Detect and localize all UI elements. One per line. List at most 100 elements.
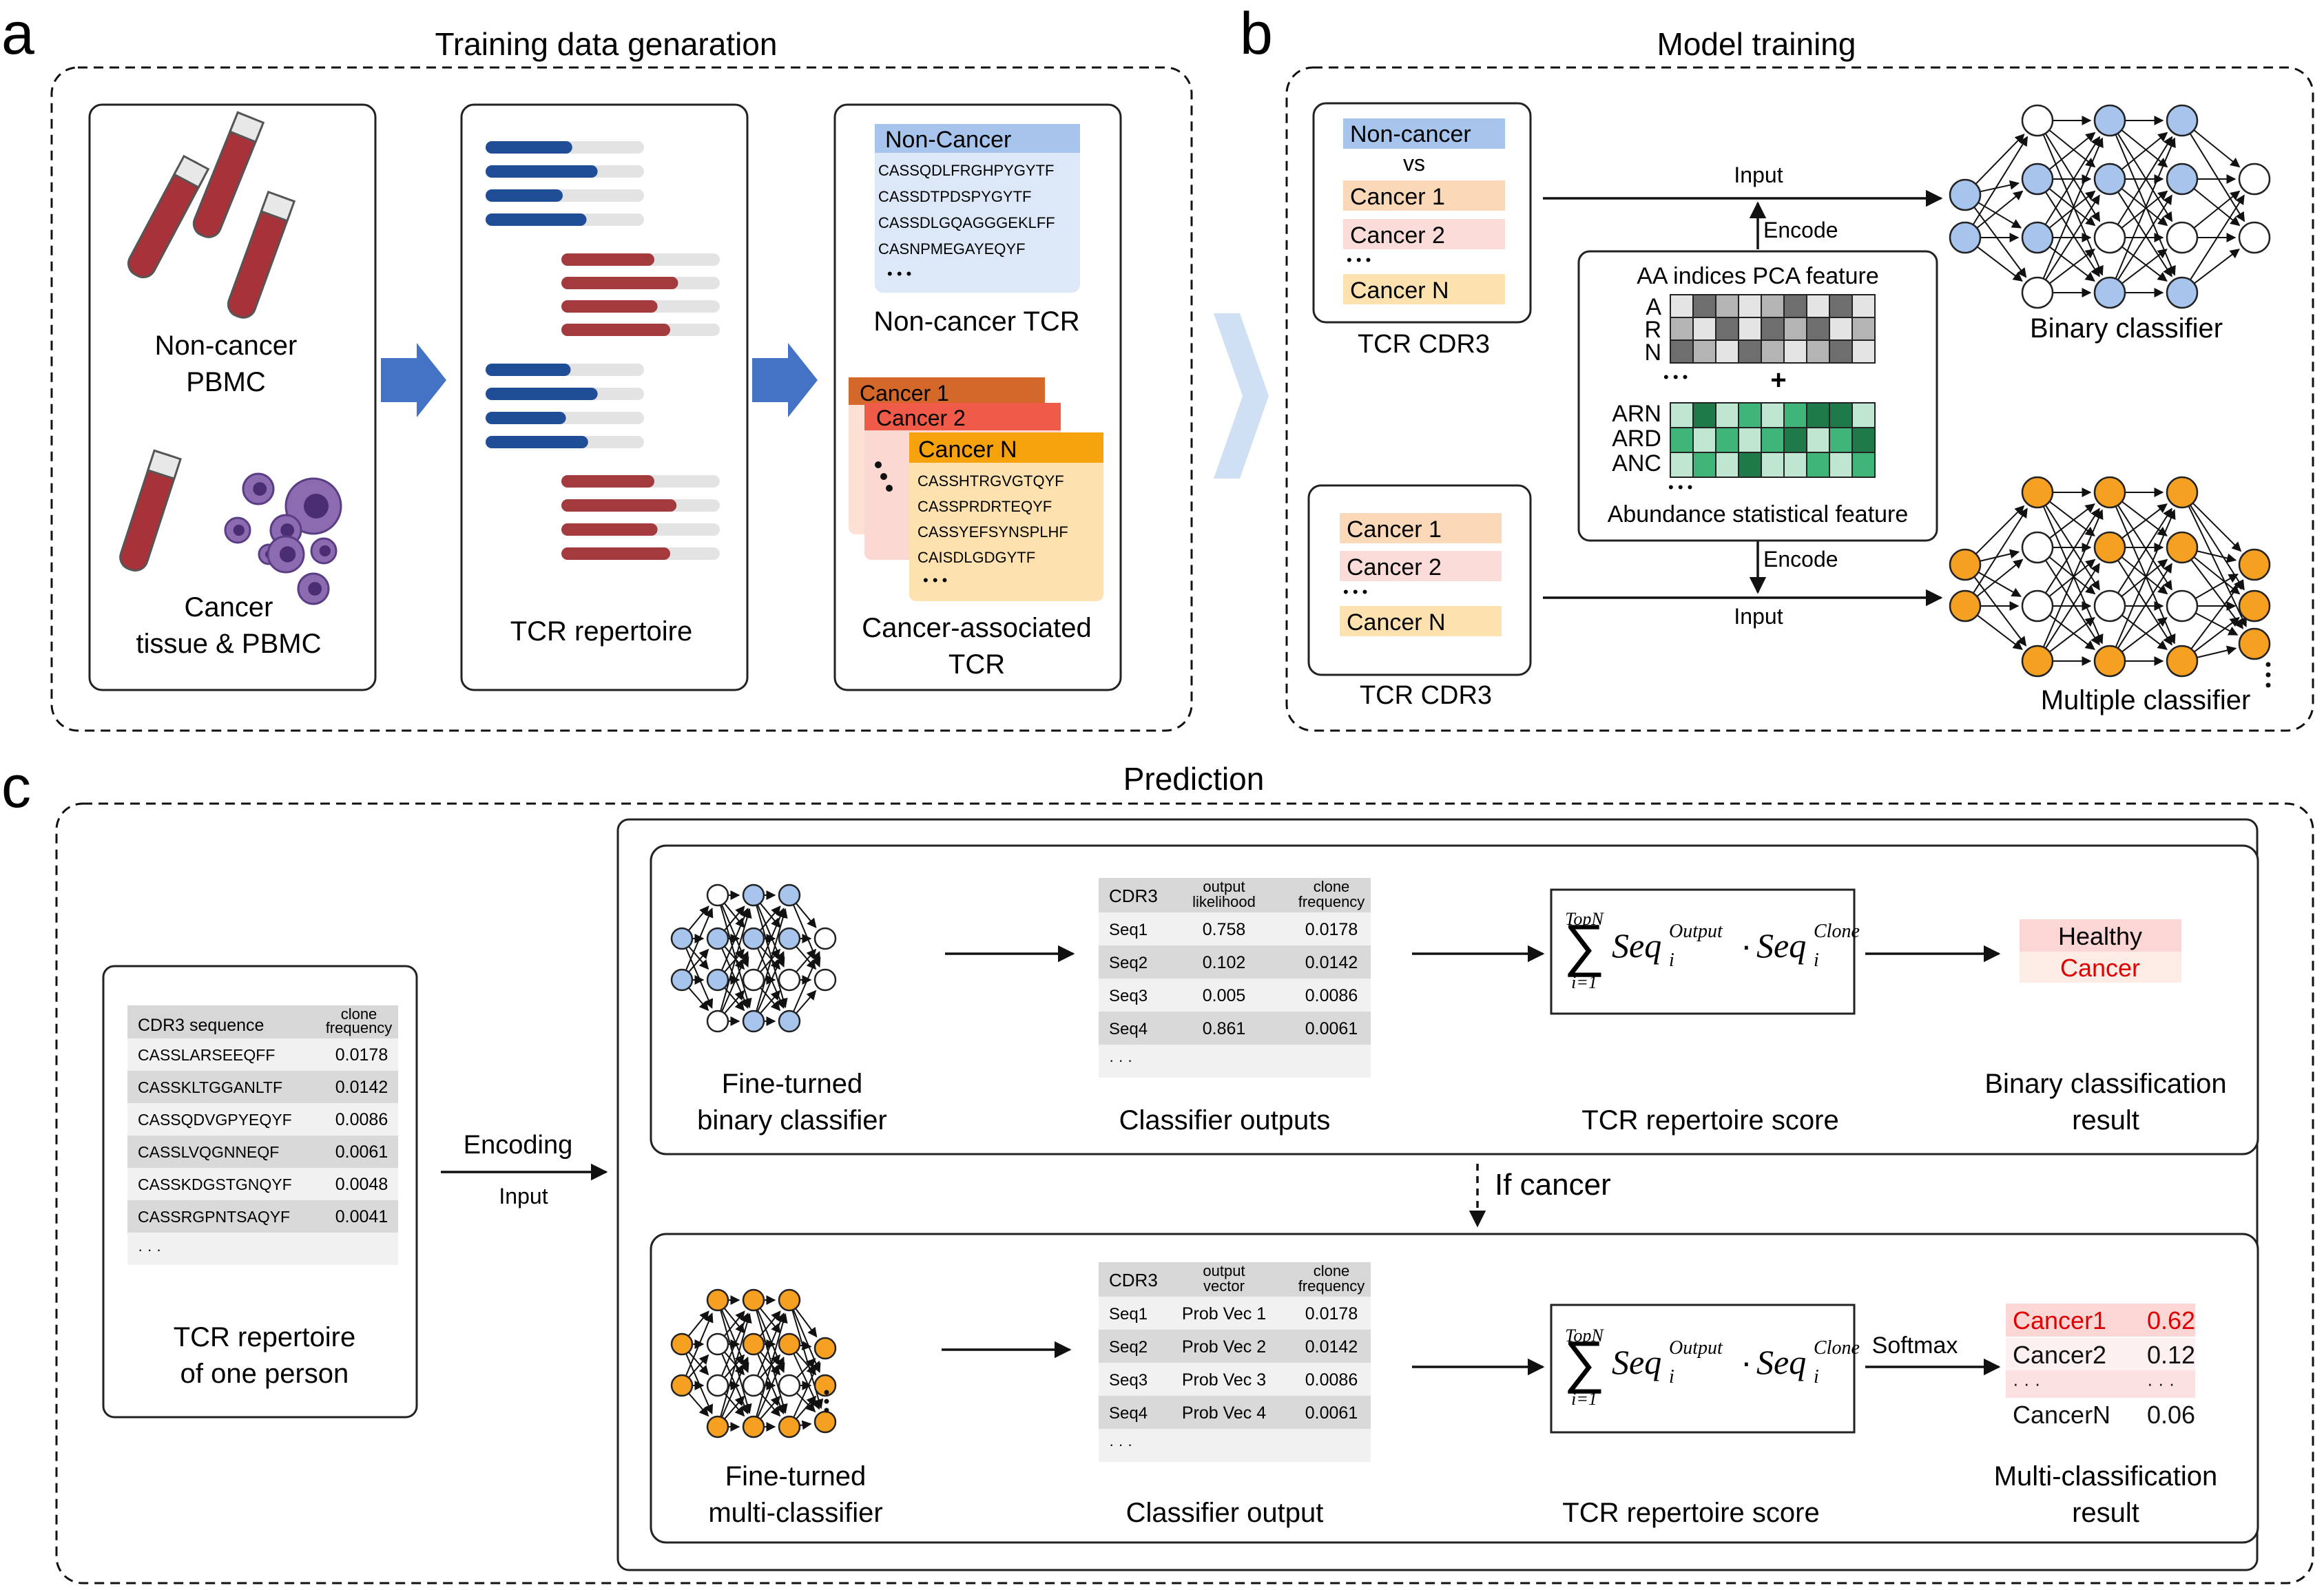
network-edge [793,950,821,1012]
network-edge [721,950,749,1012]
block-arrow-icon [752,343,818,417]
panel-a-title: Training data genaration [435,26,778,62]
pca-row-label: R [1644,317,1661,343]
encoding-label: Encoding [464,1131,572,1160]
network-edge [760,990,781,1014]
network-edge [2188,505,2247,627]
network-edge [2121,503,2168,539]
network-node [2166,221,2199,254]
network-edge [2048,132,2096,170]
ellipsis-dot [886,485,893,492]
ellipsis-dot [824,1399,829,1404]
network-edge [724,1395,745,1420]
abundance-cell [1715,402,1739,428]
abundance-cell [1851,452,1876,478]
table-header: frequency [1298,893,1365,910]
table-header-bg [1099,878,1371,912]
network-edge [2042,505,2104,645]
panel-b-frame [1285,66,2314,732]
table-dots: · · · [1109,1436,1132,1453]
pca-cell [1670,294,1694,318]
table-cell: Seq4 [1109,1404,1148,1423]
cancer2-header-bg [864,403,1061,430]
network-edge [724,1351,745,1376]
table-cell: 0.0061 [1305,1403,1358,1423]
abundance-cell [1829,402,1853,428]
network-edge [720,1312,749,1377]
noncancer-header-bg [875,124,1080,153]
network-node [813,1410,837,1434]
repertoire-bars [486,141,720,560]
multi-result-label2: result [2072,1498,2139,1528]
sigma-symbol: ∑ [1564,1329,1605,1394]
b-cancer1-bg [1343,180,1505,211]
network-node [2021,476,2054,509]
abundance-feature-title: Abundance statistical feature [1608,501,1909,527]
b-cancer1: Cancer 1 [1350,184,1445,210]
cancer-seq: CASSPRDRTEQYF [917,498,1052,515]
table-cell: 0.0041 [335,1207,388,1226]
abundance-cell [1806,452,1830,478]
cancer1-header-bg [849,377,1045,405]
repertoire-bar [486,165,598,178]
plus-sign: + [1770,365,1786,395]
cancerN-card [909,432,1103,601]
input-label-bottom: Input [1734,604,1783,629]
table-header: CDR3 [1109,886,1158,906]
abundance-cell [1692,402,1716,428]
pca-cell [1851,294,1876,318]
table-cell: CASSQDVGPYEQYF [138,1111,292,1129]
noncancer-seq: CASSDLGQAGGGEKLFF [878,214,1055,231]
network-edge [2121,617,2168,653]
pca-cell [1715,339,1739,364]
abundance-cell [1715,452,1739,478]
ellipsis-dot [2265,682,2271,688]
cancer-assoc-label2: TCR [948,649,1005,680]
network-edge [793,1360,820,1418]
network-edge [2117,563,2172,649]
network-node [2166,531,2199,564]
noncancer-pbmc-line2: PBMC [186,367,266,397]
cell-nucleus [308,582,322,596]
score-label-bottom: TCR repertoire score [1562,1498,1819,1528]
network-node [2238,548,2271,581]
b2-cancer1-bg [1340,513,1502,543]
panel-a-letter: a [1,1,34,67]
noncancer-card [875,124,1080,293]
cell-nucleus [304,494,329,519]
classifier-output-label: Classifier output [1126,1498,1324,1528]
abund-row-label: ARN [1612,401,1661,427]
table-row [1099,912,1371,945]
table-cell: CASSKDGSTGNQYF [138,1175,292,1193]
encode-label-top: Encode [1763,218,1838,242]
b-cdr3-label-bottom: TCR CDR3 [1360,681,1492,710]
network-edge [760,1395,781,1420]
network-edge [720,1312,752,1417]
fine-binary-label1: Fine-turned [722,1069,863,1099]
abundance-cell [1783,427,1807,453]
multi-prediction-row [650,1233,2259,1544]
noncancer-seq: CASSDTPDSPYGYTF [878,188,1031,205]
classifier-outputs-label: Classifier outputs [1119,1105,1331,1136]
table-cell: 0.0142 [1305,953,1358,972]
table-dots: · · · [1109,1052,1132,1069]
network-node [2166,645,2199,678]
network-edge [2044,133,2101,222]
table-row [1099,945,1371,979]
panel-b-letter: b [1240,1,1273,67]
network-node [706,1374,729,1397]
cancerN-header-bg [909,432,1103,463]
table-row [127,1103,398,1136]
table-row [1099,1396,1371,1429]
network-edge [2048,501,2095,536]
network-node [2021,645,2054,678]
pca-row-label: A [1646,294,1661,320]
network-edge [2121,556,2168,595]
b-noncancer-bg [1343,118,1505,149]
network-edge [2044,563,2100,649]
formula-sup: Output [1669,921,1723,942]
table-header-bg [1099,1262,1371,1297]
network-edge [1973,207,2027,278]
network-edge [688,945,709,970]
ellipsis-dot [824,1408,829,1413]
